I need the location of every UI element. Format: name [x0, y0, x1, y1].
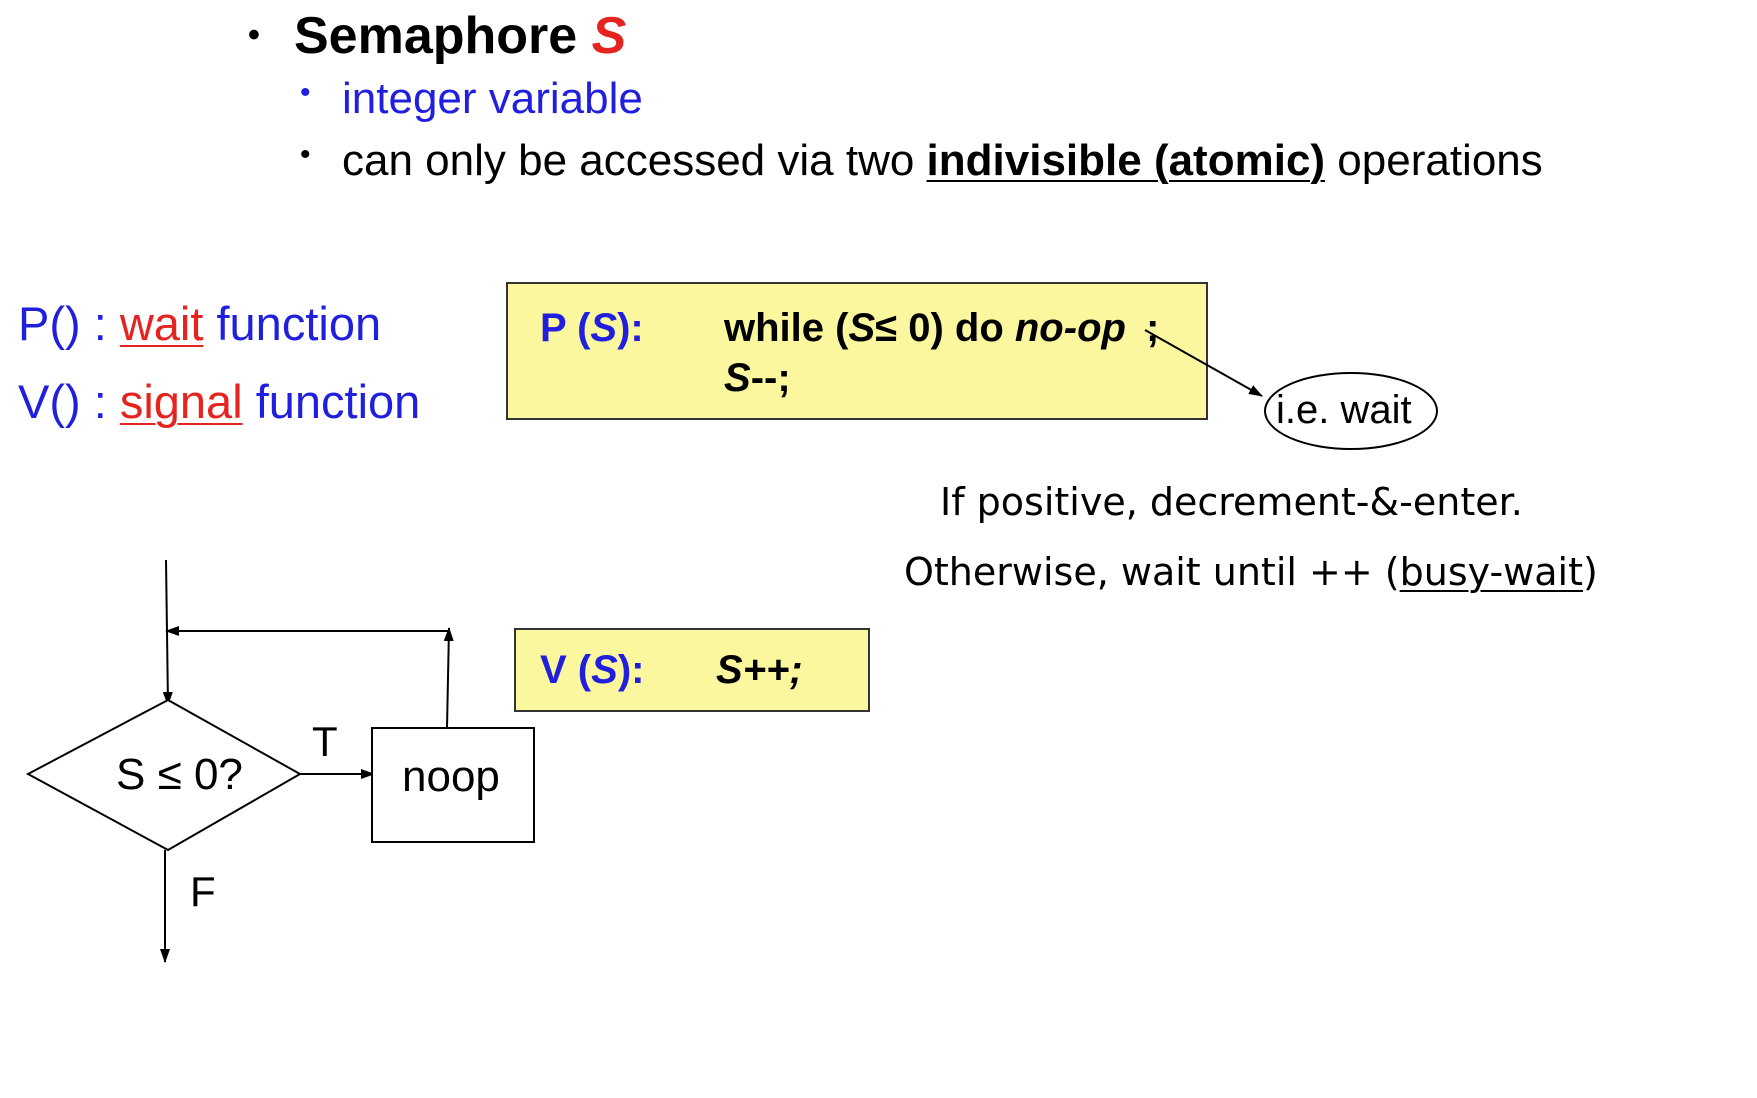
- false-label: F: [190, 868, 216, 915]
- bullet-integer-variable: • integer variable: [300, 74, 643, 124]
- v-name: V() :: [18, 375, 120, 428]
- p-while-cond: ≤ 0) do: [875, 306, 1015, 350]
- bullet-atomic-ops: • can only be accessed via two indivisib…: [300, 136, 1543, 186]
- p-noop: no-op: [1014, 306, 1126, 350]
- wait-bubble: [1264, 372, 1438, 450]
- condition-text: S ≤ 0?: [116, 750, 243, 799]
- p-semicolon: ;: [1145, 306, 1160, 350]
- bullet-text-suffix: operations: [1325, 136, 1543, 185]
- p-name: P() :: [18, 297, 120, 350]
- p-function-label: P() : wait function: [18, 296, 381, 351]
- true-label: T: [312, 718, 338, 765]
- noop-box: [371, 727, 535, 843]
- note-positive: If positive, decrement-&-enter.: [940, 480, 1523, 524]
- p-box-line1: while (S≤ 0) do no-op;: [724, 306, 1159, 351]
- v-label-prefix: V (: [540, 648, 592, 692]
- note-busy-wait: busy-wait: [1399, 550, 1583, 594]
- v-operation-box: V (S): S++;: [514, 628, 870, 712]
- loop-up-arrow: [443, 627, 454, 729]
- p-keyword: wait: [119, 297, 204, 350]
- p-label-var: S: [590, 306, 618, 350]
- v-box-label: V (S):: [540, 648, 644, 693]
- p-suffix: function: [203, 297, 382, 350]
- bullet-dot: •: [300, 76, 311, 109]
- note-otherwise-suffix: ): [1582, 550, 1598, 594]
- p-box-label: P (S):: [540, 306, 644, 351]
- wait-bubble-text: i.e. wait: [1276, 388, 1412, 432]
- note-otherwise: Otherwise, wait until ++ (busy-wait): [904, 550, 1598, 594]
- v-function-label: V() : signal function: [18, 374, 420, 429]
- p-dec-var: S: [724, 356, 751, 400]
- v-box-stmt: S++;: [716, 648, 803, 693]
- v-inc-op: ++;: [742, 648, 803, 692]
- wait-pointer-arrow: [1144, 329, 1263, 397]
- bullet-dot: •: [300, 138, 311, 171]
- p-while-var: S: [848, 306, 876, 350]
- bullet-text-emphasis: indivisible (atomic): [926, 136, 1326, 185]
- v-label-var: S: [591, 648, 618, 692]
- p-box-line2: S--;: [724, 356, 791, 401]
- p-dec-op: --;: [750, 356, 791, 400]
- v-keyword: signal: [119, 375, 243, 428]
- noop-label: noop: [402, 752, 500, 801]
- p-label-suffix: ):: [617, 306, 644, 350]
- slide-title: • Semaphore S: [248, 6, 626, 66]
- v-label-suffix: ):: [617, 648, 645, 692]
- title-variable: S: [591, 7, 627, 65]
- p-while: while (: [724, 306, 849, 350]
- bullet-text: integer variable: [342, 74, 643, 123]
- note-otherwise-prefix: Otherwise, wait until ++ (: [904, 550, 1400, 594]
- title-prefix: Semaphore: [294, 7, 592, 65]
- condition-diamond: [25, 698, 303, 852]
- bullet-text-prefix: can only be accessed via two: [342, 136, 927, 185]
- v-suffix: function: [242, 375, 421, 428]
- p-operation-box: P (S): while (S≤ 0) do no-op; S--;: [506, 282, 1208, 420]
- p-label-prefix: P (: [540, 306, 591, 350]
- v-inc-var: S: [716, 648, 743, 692]
- bullet-dot: •: [248, 16, 260, 54]
- entry-arrow: [162, 559, 173, 706]
